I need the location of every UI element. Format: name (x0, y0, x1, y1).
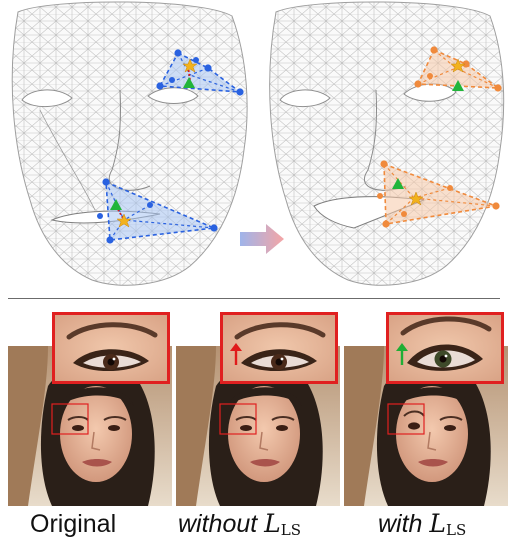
caption-without-text: without (178, 510, 257, 538)
up-arrow-icon (229, 343, 243, 367)
up-arrow-icon (395, 343, 409, 367)
caption-with-loss-subscript: LS (446, 521, 466, 539)
caption-with-ls: with LLS (378, 509, 466, 539)
section-divider (8, 298, 500, 299)
caption-without-loss-subscript: LS (281, 521, 301, 539)
original-eye-zoom-inset (52, 312, 170, 384)
caption-original-text: Original (30, 510, 116, 538)
caption-without-ls: without LLS (178, 509, 301, 539)
caption-with-loss-symbol: L (429, 509, 446, 538)
without-ls-eye-zoom-inset (220, 312, 338, 384)
original-face-mesh (0, 0, 254, 292)
caption-without-loss-symbol: L (264, 509, 281, 538)
deformed-face-mesh (254, 0, 508, 292)
caption-original: Original (30, 509, 116, 539)
with-ls-eye-zoom-inset (386, 312, 504, 384)
caption-with-text: with (378, 510, 422, 538)
